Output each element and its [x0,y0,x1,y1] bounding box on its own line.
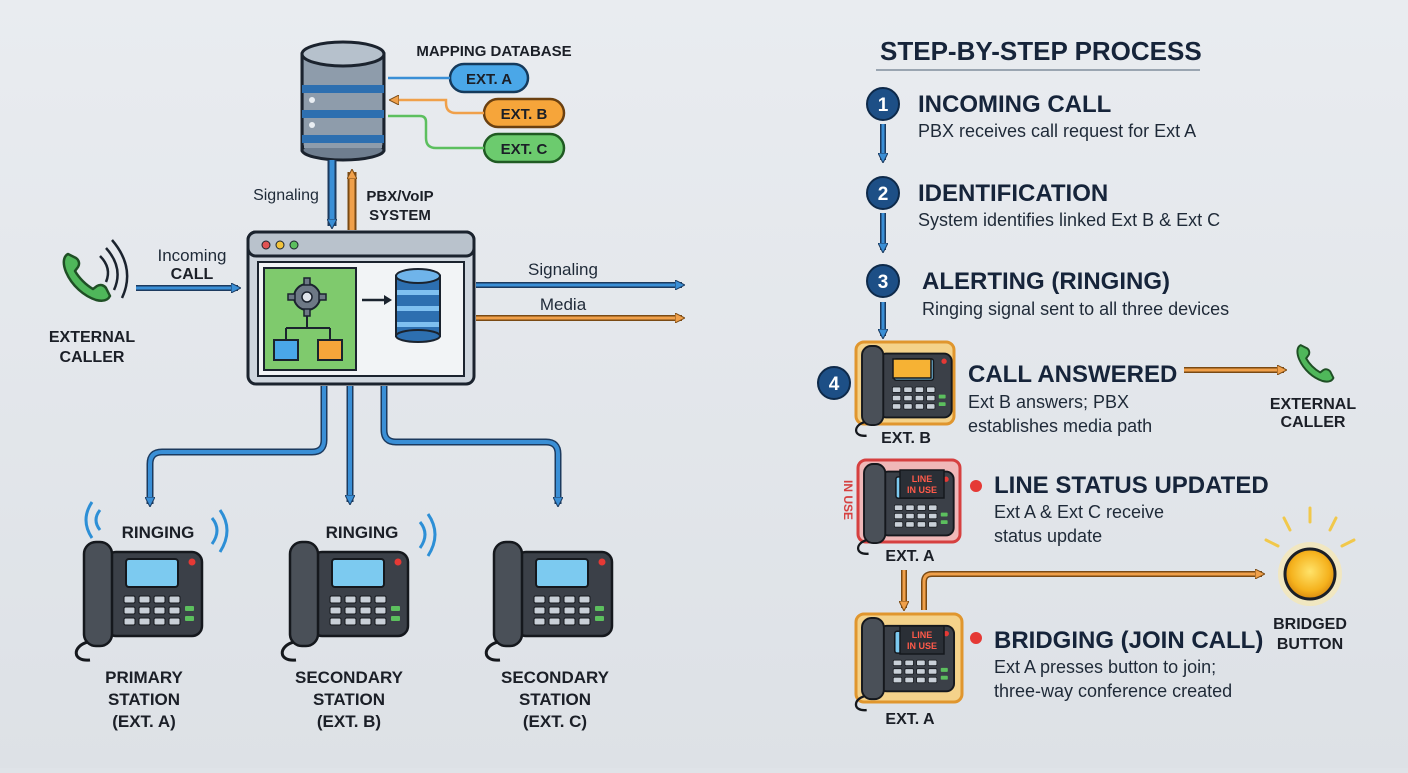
mapping-database-icon [300,40,386,162]
step-1-desc: PBX receives call request for Ext A [918,121,1196,141]
step-6-phone-label: EXT. A [885,711,935,728]
step-4-external-caller-line2: CALLER [1281,414,1346,431]
station-primary-ringing: RINGING [122,523,195,542]
step-4-phone-label: EXT. B [881,430,931,447]
step-6-title: BRIDGING (JOIN CALL) [994,627,1263,654]
step-4-desc-line2: establishes media path [968,416,1152,436]
media-out-label: Media [540,295,587,314]
step-2: 2 IDENTIFICATION System identifies linke… [866,176,1220,250]
chip-b-connector [392,100,484,115]
ext-chip-c-label: EXT. C [501,141,548,158]
station-c-line1: SECONDARY [501,668,610,687]
station-b-line1: SECONDARY [295,668,404,687]
step-4: 4 EXT. B CALL ANSWERED Ext B answers; PB… [817,340,1356,447]
external-caller-label-line2: CALLER [60,349,125,366]
signaling-out-label: Signaling [528,260,598,279]
step-3-title: ALERTING (RINGING) [922,268,1170,295]
incoming-label-line2: CALL [171,266,214,283]
step-5-desc-line1: Ext A & Ext C receive [994,502,1164,522]
ext-chip-a-label: EXT. A [466,71,512,88]
pbx-label-line2: SYSTEM [369,207,431,224]
bridged-button-label-line2: BUTTON [1277,636,1343,653]
step-4-external-caller-line1: EXTERNAL [1270,396,1356,413]
mapping-database-label: MAPPING DATABASE [416,43,571,60]
ext-chip-a: EXT. A [448,62,530,94]
step-4-number: 4 [829,374,840,395]
station-b-line3: (EXT. B) [317,712,381,731]
call-wave-icon [99,255,110,283]
gear-icon [287,277,327,317]
ext-chip-b-label: EXT. B [501,106,548,123]
ext-chip-c: EXT. C [482,132,566,164]
step-3-desc: Ringing signal sent to all three devices [922,299,1229,319]
step-3: 3 ALERTING (RINGING) Ringing signal sent… [866,264,1229,336]
station-primary-line1: PRIMARY [105,668,183,687]
station-primary-line2: STATION [108,690,180,709]
bridged-button-label-line1: BRIDGED [1273,616,1347,633]
step-2-title: IDENTIFICATION [918,180,1108,207]
step-5-side-label: IN USE [841,480,855,520]
step-5-phone-label: EXT. A [885,548,935,565]
station-c-line2: STATION [519,690,591,709]
station-c-line3: (EXT. C) [523,712,587,731]
station-b-line2: STATION [313,690,385,709]
step-3-number: 3 [878,272,889,293]
station-secondary-b: RINGING SECONDARY STATION (EXT. B) [280,513,437,731]
step-4-title: CALL ANSWERED [968,361,1177,388]
external-caller-label-line1: EXTERNAL [49,329,135,346]
bridged-button[interactable]: BRIDGED BUTTON [1264,506,1356,653]
step-6-screen-line2: IN USE [907,641,937,651]
step-6-desc-line1: Ext A presses button to join; [994,657,1216,677]
status-led-icon [970,480,982,492]
station-primary-line3: (EXT. A) [112,712,176,731]
step-6-screen-line1: LINE [912,630,933,640]
station-b-ringing: RINGING [326,523,399,542]
status-led-icon [970,632,982,644]
step-2-number: 2 [878,184,889,205]
step-5-title: LINE STATUS UPDATED [994,472,1269,499]
step-5-desc-line2: status update [994,526,1102,546]
chip-c-connector [388,114,484,150]
signaling-up-label: Signaling [253,187,319,204]
step-6: LINE IN USE EXT. A BRIDGING (JOIN CALL) … [854,612,1263,728]
station-arrows [150,386,558,504]
ext-chip-b: EXT. B [482,97,566,129]
step-1-number: 1 [878,95,889,116]
step-5-screen-line2: IN USE [907,485,937,495]
step-6-desc-line2: three-way conference created [994,681,1232,701]
pbx-window [246,230,476,386]
station-primary: RINGING PRIMARY STATION (EXT. A) [74,501,229,731]
step-2-desc: System identifies linked Ext B & Ext C [918,210,1220,230]
station-secondary-c: SECONDARY STATION (EXT. C) [484,540,614,731]
pbx-label-line1: PBX/VoIP [366,188,433,205]
step-5-screen-line1: LINE [912,474,933,484]
process-title: STEP-BY-STEP PROCESS [880,36,1202,66]
step-1-title: INCOMING CALL [918,91,1111,118]
bridged-button-icon[interactable] [1283,547,1337,601]
step-4-desc-line1: Ext B answers; PBX [968,392,1129,412]
step-1: 1 INCOMING CALL PBX receives call reques… [866,87,1196,160]
incoming-label-line1: Incoming [158,246,227,265]
step-5: LINE IN USE IN USE EXT. A LINE STATUS UP… [841,458,1269,610]
